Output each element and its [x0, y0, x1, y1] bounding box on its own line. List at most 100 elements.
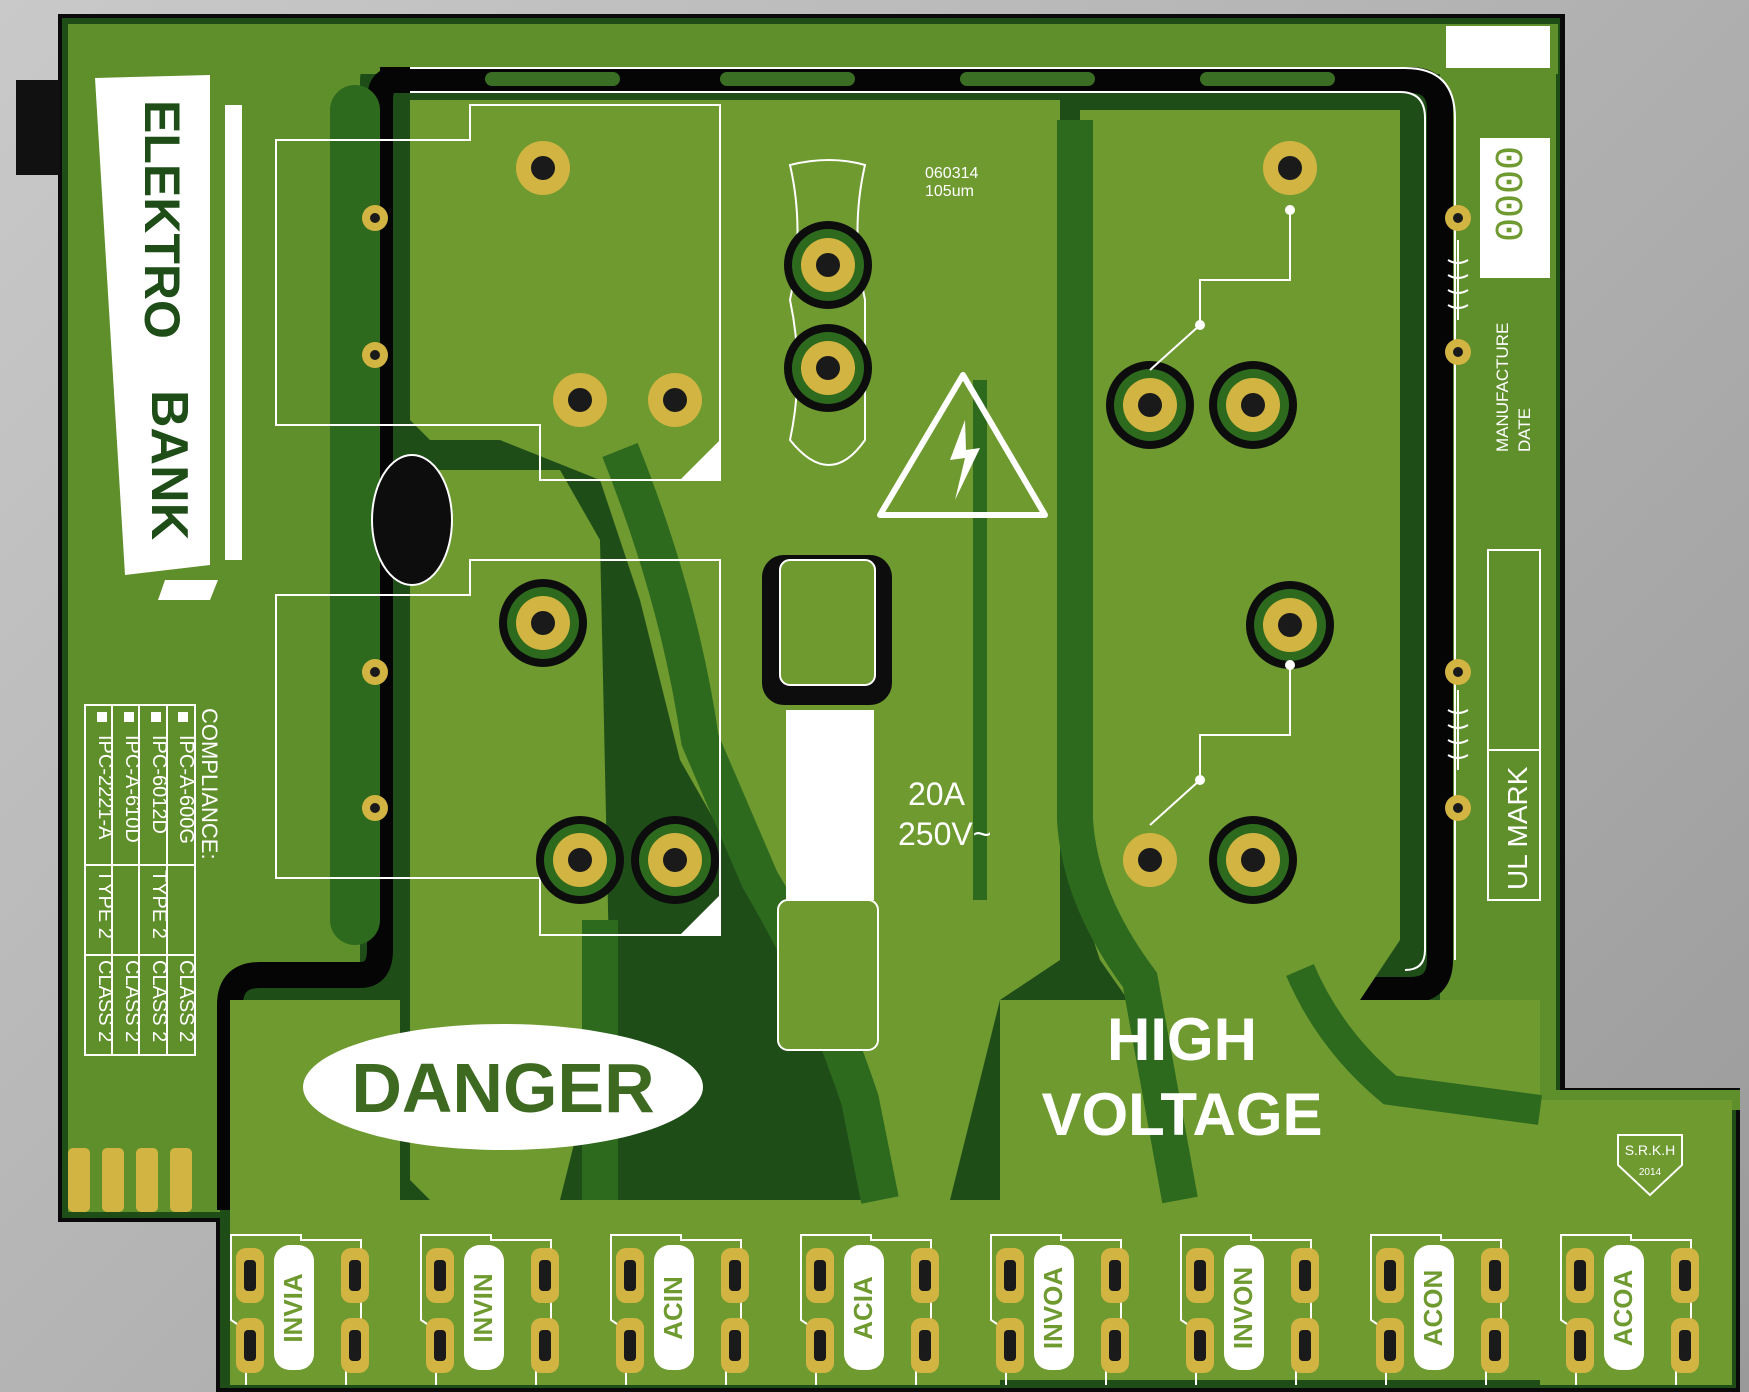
corner-fill-2 [680, 895, 720, 935]
brand-logo: ELEKTRO BANK [95, 75, 242, 600]
terminal-connector-invin: INVIN [420, 1234, 559, 1385]
compliance-class: CLASS 2 [175, 960, 197, 1042]
through-hole-pad [362, 342, 388, 368]
corner-code-box [1446, 26, 1550, 68]
copper-spec-line2: 105um [925, 183, 974, 200]
top-slot-2 [720, 72, 855, 86]
through-hole-pad [536, 816, 624, 904]
compliance-type: TYPE 2 [94, 870, 116, 939]
through-hole-pad [1445, 795, 1471, 821]
terminal-connector-invoa: INVOA [990, 1234, 1129, 1385]
ul-mark-box [1487, 549, 1541, 901]
through-hole-pad [1209, 361, 1297, 449]
through-hole-pad [499, 579, 587, 667]
connector-label: ACIA [848, 1276, 878, 1340]
compliance-standard: IPC-6012D [148, 735, 170, 834]
brand-line1: ELEKTRO [134, 100, 190, 339]
through-hole-pad [1246, 581, 1334, 669]
connector-label: INVIN [468, 1273, 498, 1342]
through-hole-pad [1263, 141, 1317, 195]
through-hole-pad [362, 205, 388, 231]
isolation-slot [380, 67, 1453, 1003]
compliance-bullet [178, 712, 188, 722]
inductor-1 [1447, 240, 1469, 320]
connector-label: INVON [1228, 1267, 1258, 1349]
danger-ellipse [303, 1024, 703, 1150]
srkh-logo: S.R.K.H 2014 [1617, 1134, 1683, 1197]
through-hole-pad [631, 816, 719, 904]
top-slot-1 [485, 72, 620, 86]
connector-label: INVIA [278, 1273, 308, 1343]
left-rail [330, 85, 380, 945]
copper-spec-line1: 060314 [925, 165, 978, 182]
fuse-clip-bottom [777, 899, 879, 1051]
through-hole-pad [553, 373, 607, 427]
compliance-standard: IPC-A-600G [175, 735, 197, 844]
jumper-silk [1149, 660, 1295, 826]
through-hole-pad [1445, 659, 1471, 685]
fuse-rating-line2: 250V~ [898, 816, 991, 852]
top-slot-4 [1200, 72, 1335, 86]
connector-label: ACIN [658, 1276, 688, 1340]
top-copper [330, 24, 1558, 74]
corner-code-text: RBD [1461, 30, 1535, 68]
through-hole-pad [1445, 205, 1471, 231]
trace-channel-3 [1286, 963, 1542, 1125]
through-hole-pad [362, 659, 388, 685]
terminal-connector-acon: ACON [1370, 1234, 1509, 1385]
through-hole-pad [784, 324, 872, 412]
connector-label: ACOA [1608, 1270, 1638, 1347]
corner-fill-1 [680, 440, 720, 480]
through-hole-pad [648, 373, 702, 427]
through-hole-pad [362, 795, 388, 821]
terminal-connector-acia: ACIA [800, 1234, 939, 1385]
through-hole-pad [1123, 833, 1177, 887]
copper-zone-e [1000, 1000, 1540, 1380]
compliance-standard: IPC-A-610D [121, 735, 143, 843]
left-rail-bulge [371, 454, 453, 586]
terminal-connector-acin: ACIN [610, 1234, 749, 1385]
fuse-rating-line1: 20A [908, 776, 966, 812]
date-code-digits: 0000 [1483, 146, 1528, 242]
manufacture-label-line2: DATE [1515, 408, 1534, 452]
isolation-silk-line-outer [410, 67, 1456, 960]
ul-mark-label: UL MARK [1502, 766, 1533, 890]
compliance-bullet [124, 712, 134, 722]
through-hole-pad [1209, 816, 1297, 904]
svg-text:S.R.K.H: S.R.K.H [1625, 1142, 1676, 1158]
terminal-connector-invon: INVON [1180, 1234, 1319, 1385]
high-voltage-line1: HIGH [1107, 1006, 1257, 1073]
fuse-element [786, 710, 874, 900]
compliance-class: CLASS 2 [121, 960, 143, 1042]
fuse-clip-top [779, 559, 876, 686]
inductor-2 [1447, 690, 1469, 770]
top-slot-3 [960, 72, 1095, 86]
compliance-standard: IPC-2221-A [94, 735, 116, 840]
trace-channel-2 [1057, 120, 1198, 1204]
board-tab [16, 80, 60, 175]
right-copper-strip [1440, 60, 1740, 1110]
compliance-bullet [97, 712, 107, 722]
through-hole-pad [516, 141, 570, 195]
connector-label: ACON [1418, 1270, 1448, 1347]
compliance-bullet [151, 712, 161, 722]
connector-label: INVOA [1038, 1267, 1068, 1350]
jumper-silk [1149, 205, 1295, 371]
svg-text:2014: 2014 [1639, 1167, 1662, 1178]
isolation-slot-left [217, 67, 397, 1210]
manufacture-label-line1: MANUFACTURE [1493, 323, 1512, 452]
compliance-class: CLASS 2 [94, 960, 116, 1042]
high-voltage-line2: VOLTAGE [1041, 1081, 1322, 1148]
through-hole-pad [1106, 361, 1194, 449]
through-hole-pad [1445, 339, 1471, 365]
danger-label: DANGER [351, 1049, 654, 1127]
terminal-connector-acoa: ACOA [1560, 1234, 1699, 1385]
terminal-connector-invia: INVIA [230, 1234, 369, 1385]
compliance-type: TYPE 2 [148, 870, 170, 939]
brand-line2: BANK [140, 390, 198, 541]
compliance-heading: COMPLIANCE: [197, 708, 222, 860]
compliance-table [84, 704, 196, 1056]
isolation-silk-line [410, 91, 1426, 971]
date-code-box [1480, 138, 1550, 278]
